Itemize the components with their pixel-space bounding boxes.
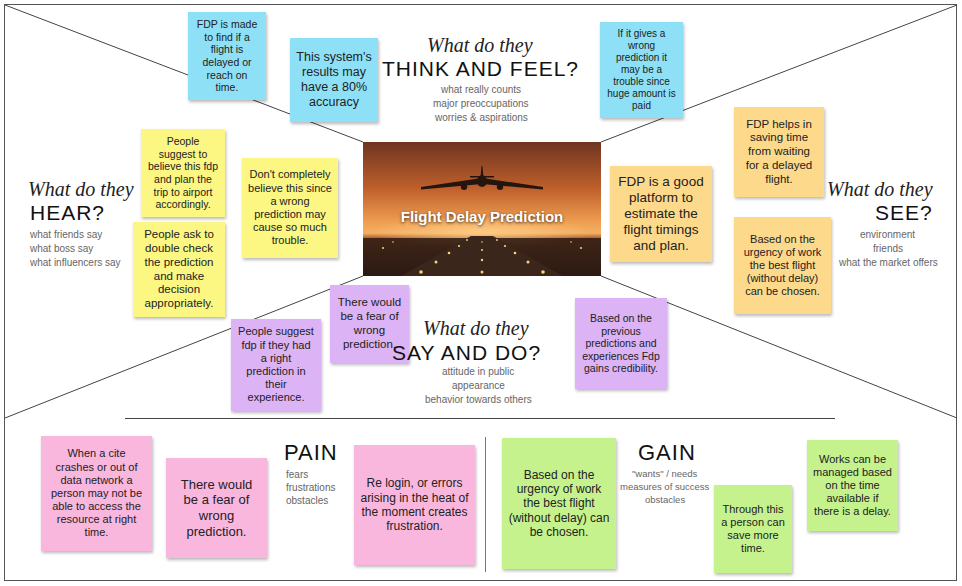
image-title: Flight Delay Prediction [401, 208, 564, 226]
note-body: FDP helps in saving time from waiting fo… [740, 118, 818, 187]
quadrant-heading: THINK AND FEEL? [382, 57, 579, 81]
note-body: Flight Delay Prediction [401, 208, 564, 226]
heading-script: What do they [427, 34, 533, 57]
quadrant-heading: SAY AND DO? [392, 341, 541, 365]
outer-border [5, 5, 957, 581]
quadrant-hint: what the market offers [839, 257, 938, 269]
sticky-note: People ask to double check the predictio… [133, 222, 225, 317]
section-hint: fears [286, 469, 308, 481]
note-text: People suggest to believe this fdp and p… [147, 135, 219, 211]
section-hint: measures of success [620, 482, 709, 493]
runway-lights [382, 239, 582, 274]
quadrant-hint: what really counts [441, 84, 521, 96]
sticky-note: Don't completely believe this since a wr… [242, 158, 338, 258]
quadrant-hint: what influencers say [30, 257, 121, 269]
heading-script: What do they [28, 178, 134, 201]
sticky-note: Re login, or errors arising in the heat … [354, 445, 475, 565]
note-body: Based on the urgency of work the best fl… [508, 468, 610, 540]
note-body: People ask to double check the predictio… [139, 228, 219, 311]
note-body: Based on the urgency of work the best fl… [740, 233, 825, 299]
heading-script: What do they [423, 317, 529, 340]
note-body: This system's results may have a 80% acc… [296, 50, 372, 110]
note-body: Don't completely believe this since a wr… [248, 168, 332, 247]
note-text: Re login, or errors arising in the heat … [360, 476, 469, 534]
quadrant-hint: worries & aspirations [435, 112, 528, 124]
note-text: FDP helps in saving time from waiting fo… [740, 118, 818, 187]
note-text: Based on the urgency of work the best fl… [508, 468, 610, 540]
note-text: Don't completely believe this since a wr… [248, 168, 332, 247]
sky [363, 142, 601, 276]
section-hint: "wants" / needs [632, 469, 697, 480]
section-rule [125, 418, 835, 419]
runway [401, 236, 563, 276]
sticky-note: People suggest fdp if they had a right p… [231, 319, 321, 411]
note-body: When a cite crashes or out of data netwo… [47, 447, 146, 539]
sticky-note: FDP is a good platform to estimate the f… [610, 166, 712, 262]
sticky-note: FDP is made to find if a flight is delay… [188, 12, 266, 100]
note-body: Based on the previous predictions and ex… [581, 312, 661, 375]
quadrant-heading: HEAR? [30, 201, 105, 225]
note-text: Based on the previous predictions and ex… [581, 312, 661, 375]
sticky-note: There would be a fear of wrong predictio… [166, 458, 267, 558]
image-panel: Flight Delay Prediction [363, 142, 601, 276]
note-text: Through this a person can save more time… [720, 503, 786, 556]
quadrant-hint: attitude in public [442, 366, 514, 378]
note-body: FDP is a good platform to estimate the f… [616, 174, 706, 255]
sticky-note: Through this a person can save more time… [714, 485, 792, 573]
note-text: When a cite crashes or out of data netwo… [47, 447, 146, 539]
note-text: This system's results may have a 80% acc… [296, 50, 372, 110]
note-text: People ask to double check the predictio… [139, 228, 219, 311]
note-body: People suggest to believe this fdp and p… [147, 135, 219, 211]
sticky-note: Based on the urgency of work the best fl… [734, 217, 831, 314]
section-heading: GAIN [638, 440, 696, 465]
note-text: Based on the urgency of work the best fl… [740, 233, 825, 299]
heading-script: What do they [827, 178, 933, 201]
note-body: Through this a person can save more time… [720, 503, 786, 556]
sticky-note: If it gives a wrong prediction it may be… [600, 22, 683, 118]
section-hint: obstacles [645, 495, 685, 506]
sticky-note: Based on the urgency of work the best fl… [502, 438, 616, 569]
quadrant-hint: friends [873, 243, 903, 255]
quadrant-hint: what friends say [30, 229, 102, 241]
note-body: If it gives a wrong prediction it may be… [606, 28, 677, 112]
note-text: There would be a fear of wrong predictio… [172, 477, 261, 539]
section-heading: PAIN [284, 440, 338, 465]
sticky-note: FDP helps in saving time from waiting fo… [734, 107, 824, 197]
quadrant-heading: SEE? [875, 201, 933, 225]
sticky-note: Based on the previous predictions and ex… [575, 298, 667, 389]
section-hint: frustrations [286, 482, 335, 494]
quadrant-hint: appearance [452, 380, 505, 392]
note-body: There would be a fear of wrong predictio… [172, 477, 261, 539]
sticky-note: People suggest to believe this fdp and p… [141, 129, 225, 217]
airplane [421, 166, 543, 190]
note-body: Works can be managed based on the time a… [813, 453, 892, 519]
pain-gain-divider [485, 437, 486, 572]
note-text: People suggest fdp if they had a right p… [237, 325, 315, 404]
sticky-note: This system's results may have a 80% acc… [290, 38, 378, 122]
section-hint: obstacles [286, 495, 328, 507]
quadrant-hint: major preoccupations [433, 98, 529, 110]
note-text: FDP is a good platform to estimate the f… [616, 174, 706, 255]
note-text: FDP is made to find if a flight is delay… [194, 18, 260, 94]
quadrant-hint: what boss say [30, 243, 93, 255]
note-text: If it gives a wrong prediction it may be… [606, 28, 677, 112]
note-text: Works can be managed based on the time a… [813, 453, 892, 519]
sticky-note: When a cite crashes or out of data netwo… [41, 436, 152, 551]
sticky-note: Works can be managed based on the time a… [807, 440, 898, 531]
note-body: Re login, or errors arising in the heat … [360, 476, 469, 534]
quadrant-hint: behavior towards others [425, 394, 532, 406]
note-body: People suggest fdp if they had a right p… [237, 325, 315, 404]
note-body: FDP is made to find if a flight is delay… [194, 18, 260, 94]
quadrant-hint: environment [860, 229, 915, 241]
